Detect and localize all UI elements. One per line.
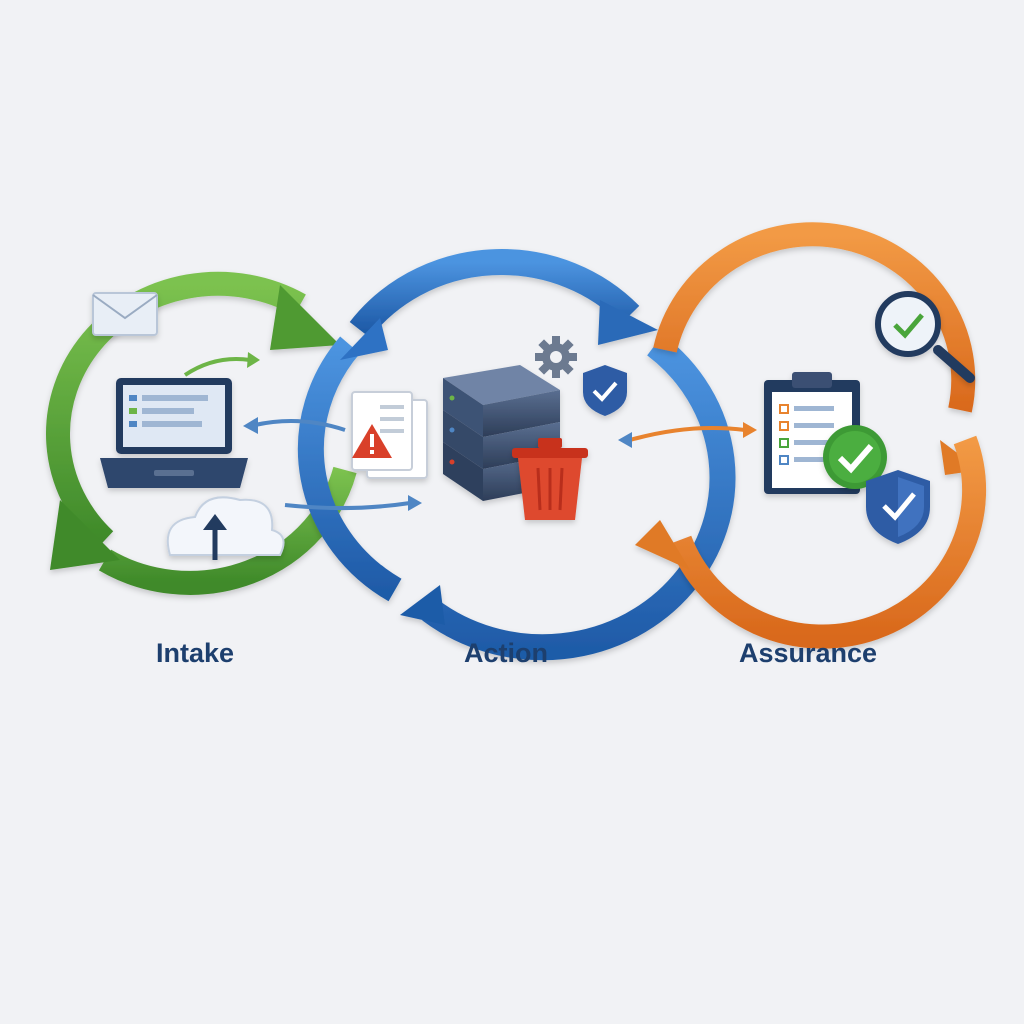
action-cycle-ring xyxy=(297,249,736,661)
laptop-icon xyxy=(100,378,248,488)
check-badge-icon xyxy=(823,425,887,489)
trash-bin-icon xyxy=(512,438,588,520)
envelope-icon xyxy=(92,292,158,336)
shield-check-icon xyxy=(866,470,930,544)
cloud-upload-icon xyxy=(166,496,285,560)
stage-label-action: Action xyxy=(464,638,548,668)
connector-arrows xyxy=(183,352,757,511)
magnifier-check-icon xyxy=(875,291,975,383)
document-warning-icon xyxy=(351,391,428,479)
assurance-cycle-ring xyxy=(635,222,987,649)
stage-label-intake: Intake xyxy=(155,638,235,668)
shield-check-icon xyxy=(583,365,627,416)
stage-label-assurance: Assurance xyxy=(738,638,878,668)
gear-icon xyxy=(535,336,577,378)
